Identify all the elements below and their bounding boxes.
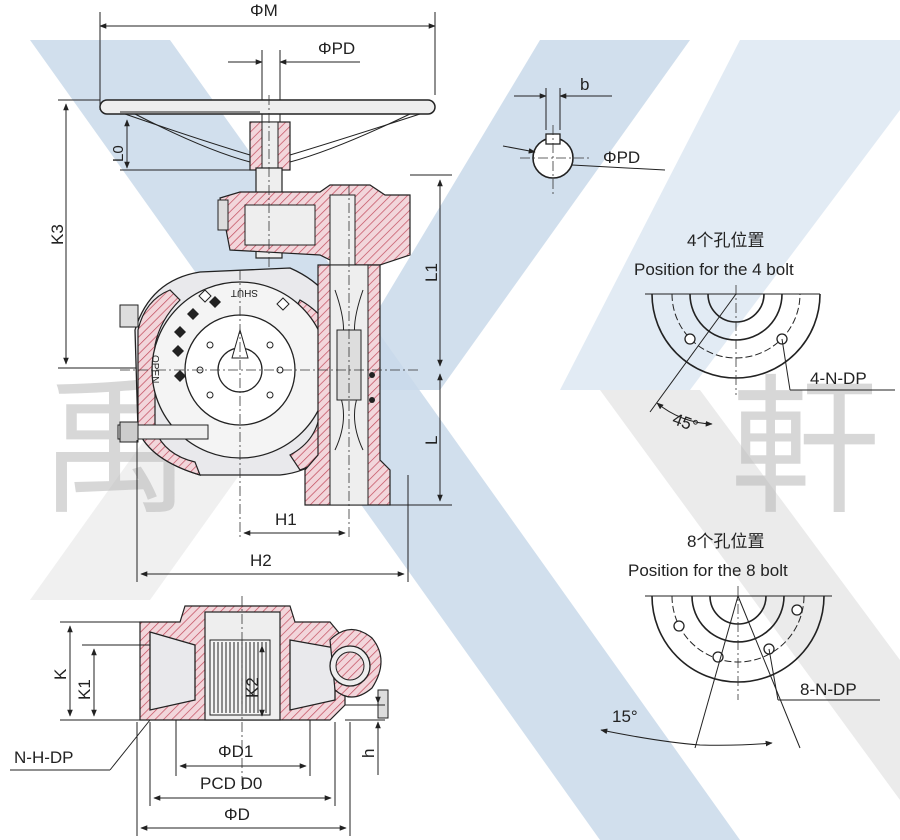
front-view: ΦM ΦPD L0 K3 L1 [48, 1, 452, 582]
watermark-glyph-right: 軒 [730, 362, 880, 536]
watermark-band-blue [30, 40, 740, 840]
bolt8-title-cn: 8个孔位置 [687, 532, 764, 551]
dim-h-label: h [359, 749, 378, 758]
dim-h1-label: H1 [275, 510, 297, 529]
bolt4-detail: 4个孔位置 Position for the 4 bolt 45° 4-N-DP [634, 231, 895, 436]
watermark-band-grey [600, 390, 900, 800]
dim-pcd-d0-label: PCD D0 [200, 774, 262, 793]
dim-phi-d1-label: ΦD1 [218, 742, 253, 761]
dim-phi-pd-label: ΦPD [318, 39, 355, 58]
dim-k2-label: K2 [243, 677, 262, 698]
dim-phi-m-label: ΦM [250, 1, 278, 20]
dim-phi-d-label: ΦD [224, 805, 250, 824]
bolt4-title-en: Position for the 4 bolt [634, 260, 794, 279]
dim-k3-label: K3 [48, 224, 67, 245]
bolt4-hole-left [684, 333, 696, 345]
watermark-band-blue-right [330, 40, 690, 390]
dim-l-label: L [422, 436, 441, 445]
dial-open-label: OPEN [149, 355, 160, 383]
bolt8-title-en: Position for the 8 bolt [628, 561, 788, 580]
dim-l0-label: L0 [110, 145, 127, 162]
bottom-view: K K1 K2 N-H-DP h ΦD1 PCD D0 ΦD [10, 596, 389, 836]
dim-k1-label: K1 [75, 679, 94, 700]
bolt8-bolt-label: 8-N-DP [800, 680, 857, 699]
key-phi-pd-label: ΦPD [603, 148, 640, 167]
handwheel-rim [99, 99, 436, 115]
bolt8-hole-1 [673, 620, 685, 632]
bolt4-bolt-label: 4-N-DP [810, 369, 867, 388]
bolt8-detail: 8个孔位置 Position for the 8 bolt 15° 8-N-DP [600, 532, 880, 749]
key-b-label: b [580, 75, 589, 94]
bolt4-title-cn: 4个孔位置 [687, 231, 764, 250]
dim-h2-label: H2 [250, 551, 272, 570]
dim-n-h-dp-label: N-H-DP [14, 748, 74, 767]
bolt8-hole-4 [791, 604, 803, 616]
key-detail: b ΦPD [502, 75, 666, 195]
watermark-band-light [560, 40, 900, 390]
dial-shut-label: SHUT [231, 287, 258, 298]
dim-k-label: K [51, 668, 70, 680]
bolt8-angle-label: 15° [612, 707, 638, 726]
dim-l1-label: L1 [422, 263, 441, 282]
